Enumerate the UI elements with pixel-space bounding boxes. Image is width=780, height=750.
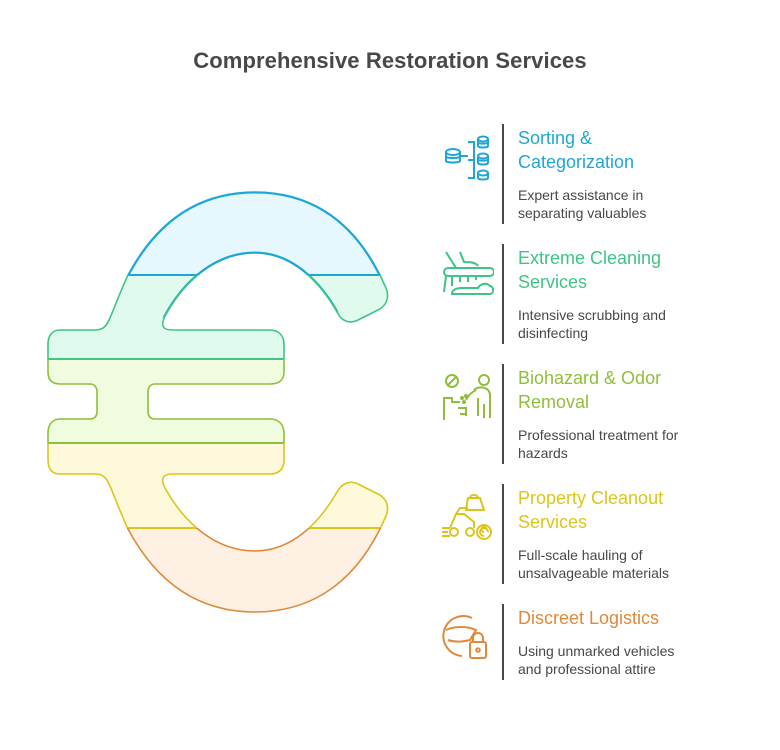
divider [502,364,504,464]
service-description: Intensive scrubbing and disinfecting [518,307,666,341]
divider [502,484,504,584]
service-item-biohazard: Biohazard & Odor Removal Professional tr… [440,364,760,464]
service-title: Biohazard & Odor Removal [518,368,662,412]
service-item-sorting: Sorting & Categorization Expert assistan… [440,124,760,224]
service-description: Full-scale hauling of unsalvageable mate… [518,547,669,581]
divider [502,124,504,224]
service-title: Property Cleanout Services [518,488,664,532]
database-sorting-icon [445,135,489,181]
service-description: Professional treatment for hazards [518,427,679,461]
service-item-cleaning: Extreme Cleaning Services Intensive scru… [440,244,760,344]
page-title: Comprehensive Restoration Services [193,48,587,73]
service-item-logistics: Discreet Logistics Using unmarked vehicl… [440,604,760,680]
service-description: Using unmarked vehicles and professional… [518,643,675,677]
service-item-cleanout: Property Cleanout Services Full-scale ha… [440,484,760,584]
service-title: Extreme Cleaning Services [518,248,662,292]
hauling-truck-icon [442,494,492,540]
service-description: Expert assistance in separating valuable… [518,187,647,221]
service-title: Sorting & Categorization [518,128,635,172]
biohazard-person-icon [443,374,491,420]
helmet-lock-icon [442,615,487,659]
service-title: Discreet Logistics [518,608,660,628]
divider [502,604,504,680]
divider [502,244,504,344]
scrubbing-brush-icon [443,251,494,295]
